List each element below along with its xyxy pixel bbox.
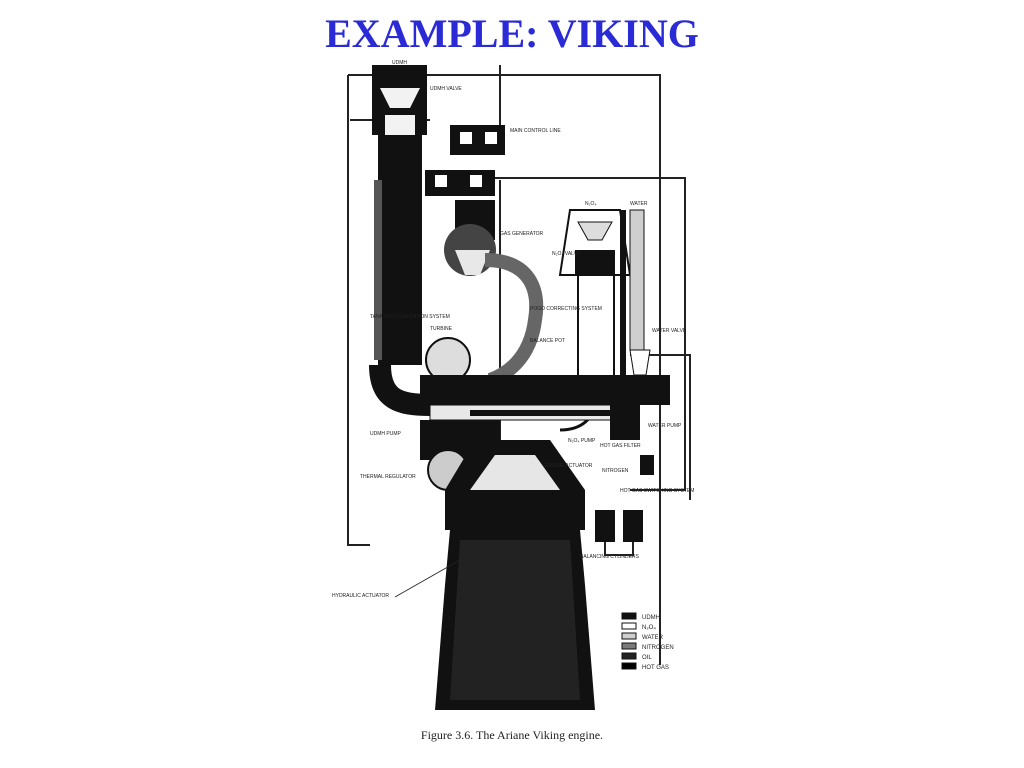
- legend-label: WATER: [642, 635, 664, 641]
- combustion-chamber-nozzle: [435, 440, 595, 710]
- legend-swatch: [621, 662, 637, 670]
- label-water-pump: WATER PUMP: [648, 423, 682, 429]
- legend-swatch: [621, 612, 637, 620]
- legend-swatch: [621, 622, 637, 630]
- label-water-top: WATER: [630, 201, 648, 207]
- label-nitrogen: NITROGEN: [602, 468, 629, 474]
- label-pogo: POGO CORRECTING SYSTEM: [530, 306, 602, 312]
- slide-title: EXAMPLE: VIKING: [325, 11, 699, 56]
- legend-label: NITROGEN: [642, 645, 674, 651]
- legend-label: UDMH: [642, 615, 660, 621]
- label-gas-generator: GAS GENERATOR: [500, 231, 544, 237]
- label-n2o4-pump: N₂O₄ PUMP: [568, 438, 596, 444]
- label-water-valve: WATER VALVE: [652, 328, 687, 334]
- label-hot-gas-switching: HOT GAS SWITCHING SYSTEM: [620, 488, 694, 494]
- label-udmh-top: UDMH: [392, 60, 407, 66]
- label-turbine: TURBINE: [430, 326, 453, 332]
- legend: UDMH N₂O₄ WATER NITROGEN OIL HOT GAS: [621, 612, 674, 671]
- label-n2o4-top: N₂O₄: [585, 201, 596, 207]
- gas-generator: [444, 200, 544, 387]
- legend-label: N₂O₄: [642, 625, 656, 631]
- label-thermal-regulator: THERMAL REGULATOR: [360, 474, 416, 480]
- label-engine-actuator: ENGINE ACTUATOR: [545, 463, 593, 469]
- viking-engine-schematic: UDMH UDMH VALVE MAIN CONTROL LINE N₂O₄ W…: [332, 60, 694, 710]
- legend-swatch: [621, 632, 637, 640]
- turbopump-assembly: [420, 337, 670, 491]
- label-udmh-valve: UDMH VALVE: [430, 86, 462, 92]
- label-balancing-cylinders: BALANCING CYLINDERS: [580, 554, 640, 560]
- label-tank-pressurization: TANK PRESSURIZATION SYSTEM: [370, 314, 450, 320]
- balancing-cylinders: [595, 455, 654, 556]
- legend-swatch: [621, 642, 637, 650]
- main-control-valves: [425, 65, 505, 196]
- label-n2o4-valve: N₂O₄ VALVE: [552, 251, 581, 257]
- figure-caption: Figure 3.6. The Ariane Viking engine.: [420, 728, 604, 742]
- water-tank: [620, 209, 651, 400]
- label-hot-gas-filter: HOT GAS FILTER: [600, 443, 641, 449]
- label-nozzle: HYDRAULIC ACTUATOR: [332, 593, 389, 599]
- label-main-control-line: MAIN CONTROL LINE: [510, 128, 561, 134]
- label-balance-pot: BALANCE POT: [530, 338, 565, 344]
- label-udmh-pump: UDMH PUMP: [370, 431, 401, 437]
- udmh-feed-line: [369, 65, 431, 416]
- component-labels: UDMH UDMH VALVE MAIN CONTROL LINE N₂O₄ W…: [332, 60, 694, 599]
- legend-label: HOT GAS: [642, 665, 669, 671]
- legend-label: OIL: [642, 655, 652, 661]
- legend-swatch: [621, 652, 637, 660]
